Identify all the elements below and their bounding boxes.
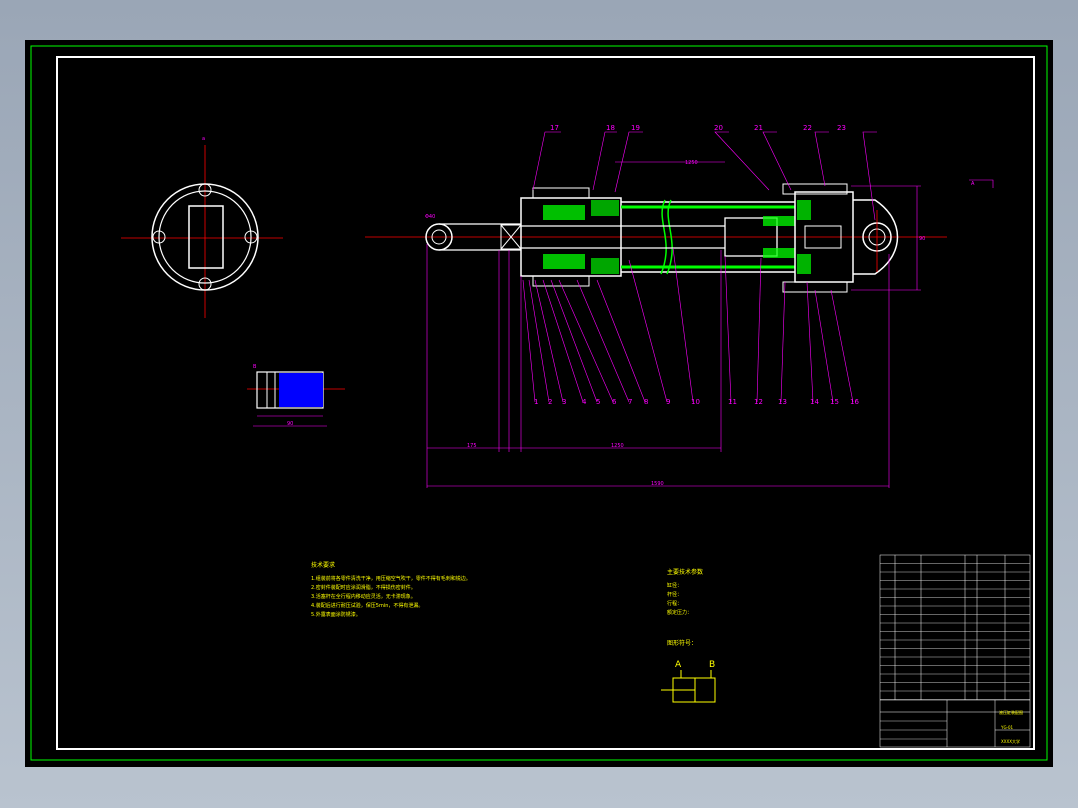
label-5: 5 — [596, 398, 600, 406]
param-line: 缸径： — [667, 583, 683, 589]
dim-texts: 175 1250 1590 90 1250 Φ40 A — [425, 160, 975, 487]
title-block-text: 液压缸装配图 XXXX大学 YG-01 — [999, 709, 1023, 744]
label-17: 17 — [550, 124, 559, 132]
tech-note-line: 1.组装前将各零件清洗干净，用压缩空气吹干，零件不得有毛刺和锐边。 — [311, 576, 471, 582]
svg-text:a: a — [202, 136, 205, 142]
label-14: 14 — [810, 398, 819, 406]
label-7: 7 — [628, 398, 632, 406]
param-line: 杆径： — [667, 592, 683, 598]
drawing-title: 液压缸装配图 — [999, 709, 1023, 715]
svg-text:90: 90 — [919, 236, 925, 242]
main-params: 主要技术参数 缸径： 杆径： 行程： 额定压力： — [667, 567, 703, 618]
label-11: 11 — [728, 398, 737, 406]
schematic-title: 图形符号： — [667, 640, 698, 647]
label-22: 22 — [803, 124, 812, 132]
label-13: 13 — [778, 398, 787, 406]
label-6: 6 — [612, 398, 617, 406]
label-4: 4 — [582, 398, 587, 406]
title-block — [879, 554, 1031, 748]
school-name: XXXX大学 — [1001, 738, 1020, 744]
port-b-label: B — [709, 660, 716, 670]
outer-frame — [30, 45, 1048, 761]
param-line: 额定压力： — [667, 610, 693, 616]
cad-drawing: a 90 B — [30, 45, 1048, 761]
leaders-bottom — [522, 247, 854, 403]
port-a-label: A — [675, 660, 682, 670]
svg-text:B: B — [253, 364, 257, 370]
label-21: 21 — [754, 124, 763, 132]
tech-notes: 技术要求 1.组装前将各零件清洗干净，用压缩空气吹干，零件不得有毛刺和锐边。 2… — [311, 560, 471, 620]
label-20: 20 — [714, 124, 723, 132]
label-15: 15 — [830, 398, 839, 406]
label-1: 1 — [534, 398, 538, 406]
svg-text:1250: 1250 — [685, 160, 698, 166]
labels-bottom: 1 2 3 4 5 6 7 8 9 10 11 12 13 14 15 16 — [534, 398, 859, 406]
label-18: 18 — [606, 124, 615, 132]
tech-note-line: 4.装配后进行耐压试验，保压5min，不得有泄漏。 — [311, 603, 424, 609]
param-line: 行程： — [667, 601, 683, 607]
label-3: 3 — [562, 398, 566, 406]
label-8: 8 — [644, 398, 648, 406]
drawing-viewport[interactable]: a 90 B — [25, 40, 1053, 767]
tech-note-line: 2.密封件装配时应涂润滑脂，不得损伤密封件。 — [311, 585, 416, 591]
svg-text:175: 175 — [467, 443, 477, 449]
end-view: a — [121, 136, 283, 318]
cylinder-section — [365, 183, 947, 293]
svg-text:Φ40: Φ40 — [425, 214, 435, 220]
detail-part-fill — [279, 373, 323, 407]
schematic-symbol — [661, 670, 716, 703]
tech-note-line: 3.活塞杆在全行程内移动应灵活，无卡滞现象。 — [311, 594, 416, 600]
tech-note-line: 5.外露表面涂防锈漆。 — [311, 612, 361, 618]
tech-notes-title: 技术要求 — [311, 562, 336, 569]
leaders-top — [532, 131, 877, 221]
detail-part: 90 B — [247, 364, 345, 427]
svg-text:90: 90 — [287, 421, 293, 427]
drawing-number: YG-01 — [1000, 725, 1014, 730]
label-19: 19 — [631, 124, 640, 132]
label-12: 12 — [754, 398, 763, 406]
bom-rows — [880, 563, 1030, 740]
svg-text:1250: 1250 — [611, 443, 624, 449]
inner-frame — [56, 56, 1035, 750]
svg-text:A: A — [971, 181, 975, 187]
label-9: 9 — [666, 398, 670, 406]
label-2: 2 — [548, 398, 552, 406]
svg-text:1590: 1590 — [651, 481, 664, 487]
main-params-title: 主要技术参数 — [667, 569, 704, 576]
labels-top: 17 18 19 20 21 22 23 — [550, 124, 846, 132]
label-23: 23 — [837, 124, 846, 132]
dimensions — [426, 179, 994, 488]
label-16: 16 — [850, 398, 859, 406]
label-10: 10 — [691, 398, 700, 406]
